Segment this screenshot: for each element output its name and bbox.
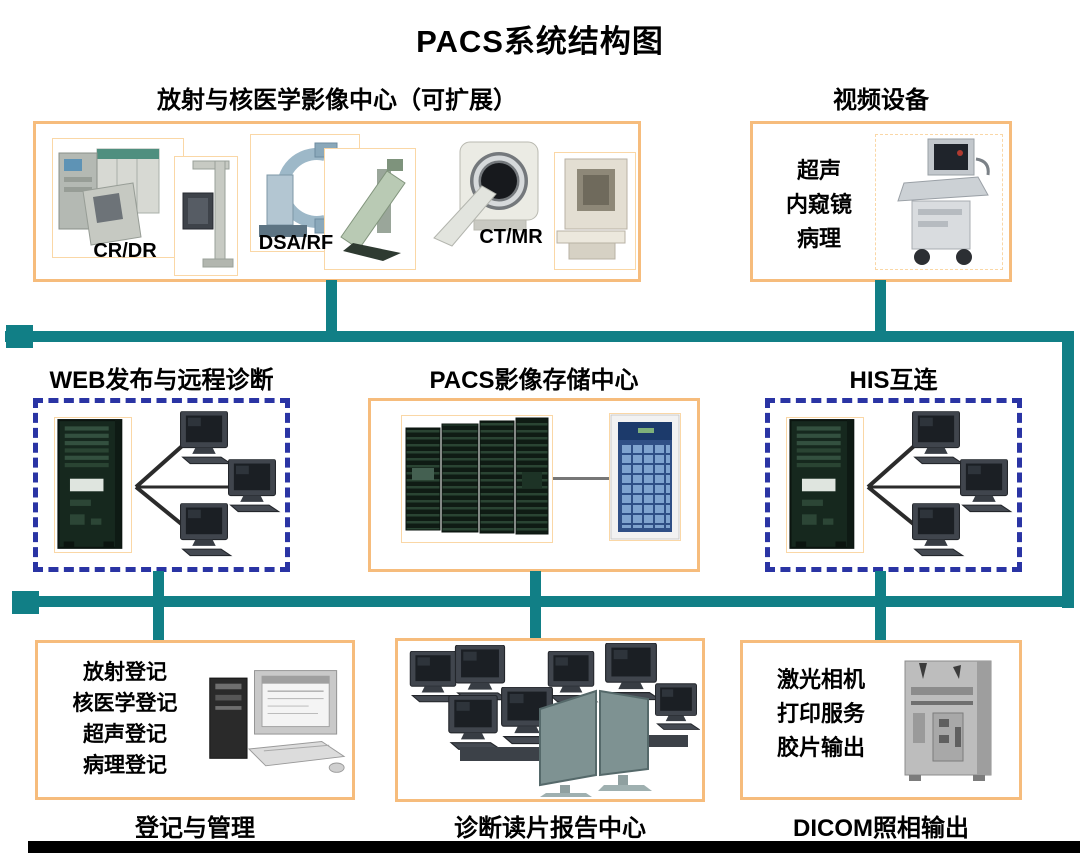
registration-caption: 登记与管理 [135, 815, 255, 842]
registration-line: 放射登记 [83, 661, 167, 684]
ultrasound-photo-card [875, 134, 1003, 270]
server-array-icon [405, 417, 549, 535]
video-line: 内窥镜 [785, 192, 852, 217]
registration-line: 超声登记 [83, 723, 167, 746]
his-link-box [765, 398, 1022, 572]
xray-stand-icon [182, 160, 234, 268]
web-remote-box [33, 398, 290, 572]
bottom-bar [28, 841, 1080, 853]
imaging-center-heading: 放射与核医学影像中心（可扩展） [157, 87, 517, 114]
web-remote-heading: WEB发布与远程诊断 [49, 367, 274, 394]
registration-line: 病理登记 [83, 754, 167, 777]
dicom-line: 打印服务 [776, 701, 865, 726]
ctmr-label: CT/MR [479, 226, 543, 248]
video-devices-list: 超声 内窥镜 病理 [763, 154, 875, 256]
laser-printer-icon [904, 660, 992, 781]
diagnosis-box [395, 638, 705, 802]
link-imaging-to-bus [326, 280, 337, 332]
ultrasound-cart-icon [897, 138, 990, 265]
storage-link-line [553, 477, 611, 480]
his-link-heading: HIS互连 [849, 367, 938, 394]
mr-scanner-icon [556, 158, 628, 260]
crdr-photo-card [52, 138, 184, 258]
his-server-card [786, 417, 864, 553]
link-video-to-bus [875, 280, 886, 332]
ct-photo [432, 140, 556, 250]
registration-line: 核医学登记 [72, 692, 178, 715]
crdr-machines-icon [58, 148, 160, 246]
link-web-to-registration [153, 571, 164, 641]
server-rack-icon [55, 418, 131, 552]
workstation-monitor-icon [172, 503, 236, 559]
link-pacs-to-diagnosis [530, 571, 541, 641]
pacs-storage-box [368, 398, 700, 572]
server-array-card [401, 415, 553, 543]
server-rack-icon [787, 418, 863, 552]
link-his-to-dicom [875, 571, 886, 641]
dicom-caption: DICOM照相输出 [793, 815, 969, 842]
monitor-wall-icon [409, 643, 700, 797]
network-bus-bottom [12, 596, 1074, 607]
registration-box: 放射登记 核医学登记 超声登记 病理登记 [35, 640, 355, 800]
dicom-line: 胶片输出 [776, 735, 865, 760]
link-right-vertical [1062, 331, 1074, 608]
video-line: 病理 [796, 226, 841, 251]
ct-scanner-icon [433, 141, 539, 247]
diagnosis-caption: 诊断读片报告中心 [454, 815, 646, 842]
dsarf-label: DSA/RF [258, 232, 334, 254]
network-bus-top [5, 331, 1074, 342]
rf-photo-card [324, 148, 416, 270]
dicom-line: 激光相机 [776, 667, 865, 692]
imaging-center-box: CR/DR DSA/RF [33, 121, 641, 282]
mr-photo-card [554, 152, 636, 270]
crdr-stand-card [174, 156, 238, 276]
video-devices-heading: 视频设备 [833, 87, 929, 114]
storage-unit-card [609, 413, 681, 541]
rf-table-icon [340, 159, 406, 261]
pacs-storage-heading: PACS影像存储中心 [429, 367, 639, 394]
page-title: PACS系统结构图 [416, 24, 664, 59]
storage-unit-icon [610, 414, 680, 540]
registration-workstation-icon [209, 670, 346, 773]
registration-list: 放射登记 核医学登记 超声登记 病理登记 [44, 657, 206, 781]
video-devices-box: 超声 内窥镜 病理 [750, 121, 1012, 282]
bus-top-terminator [6, 325, 33, 348]
video-line: 超声 [796, 158, 841, 183]
dicom-list: 激光相机 打印服务 胶片输出 [751, 663, 891, 765]
dicom-output-box: 激光相机 打印服务 胶片输出 [740, 640, 1022, 800]
bus-bottom-terminator [12, 591, 39, 614]
workstation-monitor-icon [904, 503, 968, 559]
crdr-label: CR/DR [93, 240, 157, 262]
web-server-card [54, 417, 132, 553]
